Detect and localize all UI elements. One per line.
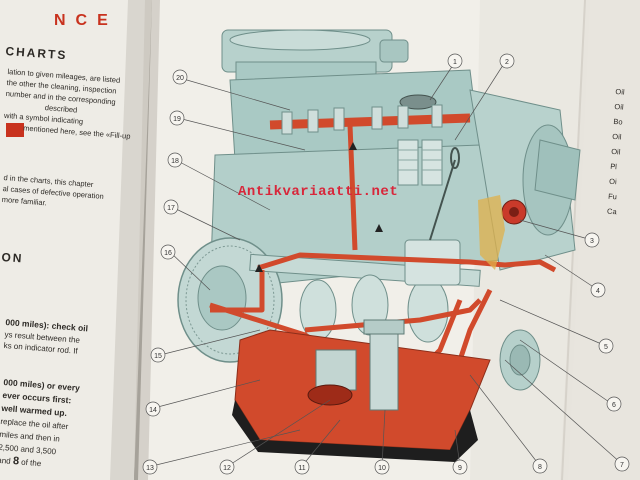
callout-5: 5 [604, 344, 608, 351]
callout-12: 12 [223, 465, 231, 472]
callout-1: 1 [453, 59, 457, 66]
left-page [0, 0, 148, 480]
heading-fragment: NCE [54, 12, 118, 29]
callout-circles [142, 53, 630, 475]
callout-16: 16 [164, 250, 172, 257]
callout-20: 20 [176, 75, 184, 82]
callout-13: 13 [146, 465, 154, 472]
callout-11: 11 [298, 465, 305, 472]
callout-8: 8 [538, 464, 542, 471]
light-glare [478, 195, 505, 270]
section-title-2: ON [1, 250, 24, 266]
callout-3: 3 [590, 238, 594, 245]
fillup-symbol-icon [6, 123, 24, 137]
leader-lines [151, 61, 623, 467]
left-para-1: lation to given mileages, are listed the… [3, 66, 131, 141]
callout-7: 7 [620, 462, 624, 469]
callout-18: 18 [171, 158, 179, 165]
callout-17: 17 [167, 205, 175, 212]
callout-4: 4 [596, 288, 600, 295]
callout-9: 9 [458, 465, 462, 472]
callout-2: 2 [505, 59, 509, 66]
callout-15: 15 [154, 353, 162, 360]
callout-14: 14 [149, 407, 157, 414]
callout-19: 19 [173, 116, 181, 123]
callout-numbers: 20 19 18 17 16 15 14 13 12 11 10 9 8 7 6… [146, 59, 624, 472]
left-item-2: 000 miles) or every ever occurs first: w… [0, 376, 81, 469]
watermark: Antikvariaatti.net [238, 184, 399, 200]
left-item-1: 000 miles): check oil ys result between … [3, 316, 89, 356]
callout-10: 10 [378, 465, 386, 472]
callout-6: 6 [612, 402, 616, 409]
